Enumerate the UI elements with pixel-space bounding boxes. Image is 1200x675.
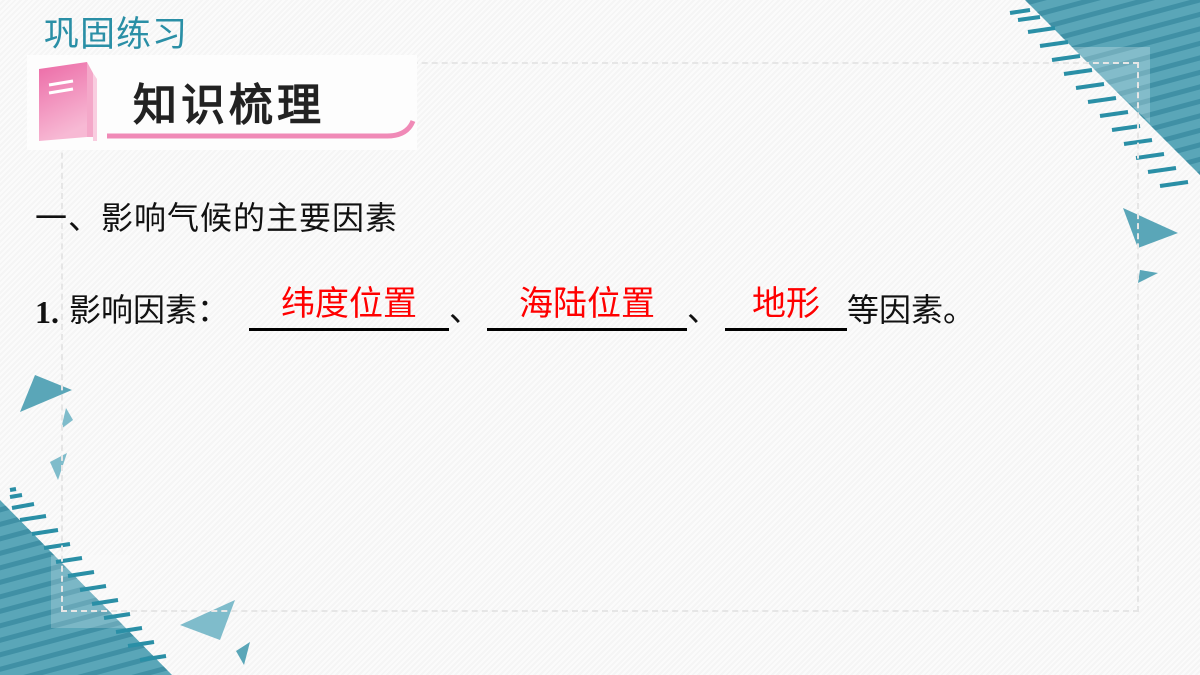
separator: 、 (687, 291, 720, 329)
knowledge-banner: 知识梳理 (27, 55, 417, 150)
triangle-decoration (61, 408, 73, 429)
bottom-left-triangle-decoration (0, 487, 172, 675)
triangle-decoration (236, 642, 250, 665)
question-item-1: 1. 影响因素： 纬度位置 、 海陆位置 、 地形 等因素。 (35, 280, 975, 331)
answer-text-3: 地形 (752, 284, 821, 324)
answer-blank-1: 纬度位置 (249, 280, 450, 331)
banner-title: 知识梳理 (133, 80, 325, 131)
item-number: 1. (35, 294, 59, 330)
separator: 、 (449, 291, 482, 329)
dashed-content-frame (61, 62, 1139, 612)
triangle-decoration (1123, 208, 1178, 248)
item-label: 影响因素： (69, 291, 230, 329)
section-heading: 一、影响气候的主要因素 (35, 199, 399, 237)
top-right-triangle-decoration (1009, 0, 1200, 188)
book-icon (39, 62, 416, 141)
answer-text-2: 海陆位置 (519, 284, 656, 324)
answer-blank-2: 海陆位置 (487, 280, 688, 331)
triangle-decoration (1138, 270, 1158, 283)
item-suffix: 等因素。 (847, 291, 976, 329)
triangle-decoration (20, 375, 72, 412)
section-tag: 巩固练习 (44, 15, 189, 55)
answer-text-1: 纬度位置 (281, 284, 418, 324)
answer-blank-3: 地形 (725, 280, 848, 331)
